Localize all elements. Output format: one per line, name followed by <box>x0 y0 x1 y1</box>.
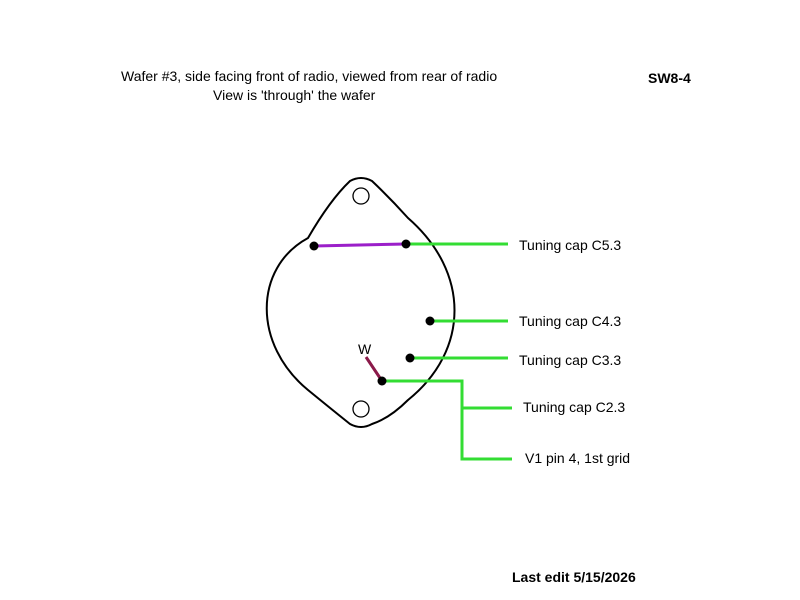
last-edit-date: Last edit 5/15/2026 <box>512 569 636 585</box>
diagram-title-line1: Wafer #3, side facing front of radio, vi… <box>121 68 498 84</box>
diagram-title-line2: View is 'through' the wafer <box>213 87 376 103</box>
wire-wiper-bus <box>382 379 512 461</box>
wafer-outline <box>265 177 456 428</box>
label-v1-pin4: V1 pin 4, 1st grid <box>525 450 631 466</box>
wiper-label: W <box>358 341 372 357</box>
label-tuning-cap-c33: Tuning cap C3.3 <box>519 352 622 368</box>
contact-wiper <box>377 376 387 386</box>
contact-jumper-left <box>309 241 319 251</box>
wiper-arm <box>364 356 384 382</box>
contact-c33 <box>405 353 415 363</box>
mounting-hole-top <box>352 187 370 205</box>
label-tuning-cap-c23: Tuning cap C2.3 <box>523 399 626 415</box>
contact-c53 <box>401 239 411 249</box>
label-tuning-cap-c53: Tuning cap C5.3 <box>519 237 622 253</box>
contact-c43 <box>425 316 435 326</box>
mounting-hole-bottom <box>352 400 370 418</box>
sheet-id: SW8-4 <box>648 70 691 86</box>
label-tuning-cap-c43: Tuning cap C4.3 <box>519 313 622 329</box>
jumper-wire <box>313 242 407 248</box>
